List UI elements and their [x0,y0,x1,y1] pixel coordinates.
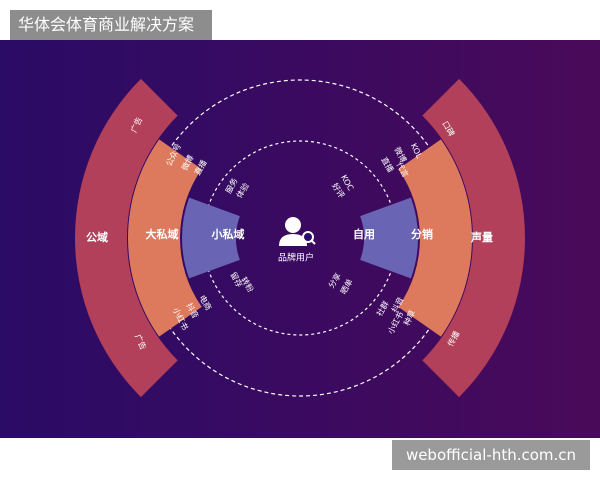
diagram-panel: 公域 大私域 小私域 自用 分销 声量 品牌用户 广告 广告 公众号 微博 直播… [0,40,600,438]
left-outer-segment [74,78,178,398]
left-inner-label: 小私域 [211,227,245,241]
left-middle-segment [127,139,202,337]
watermark-badge: webofficial-hth.com.cn [392,440,590,470]
marketing-ring-diagram: 公域 大私域 小私域 自用 分销 声量 品牌用户 广告 广告 公众号 微博 直播… [0,40,600,438]
left-inner-segment [182,197,240,279]
right-middle-segment [398,139,472,337]
right-outer-segment [422,78,525,398]
right-inner-segment [360,197,418,279]
title-banner: 华体会体育商业解决方案 [10,10,212,40]
right-inner-label: 自用 [353,227,375,241]
left-middle-label: 大私域 [146,227,179,241]
left-outer-label: 公域 [86,230,108,244]
center-label: 品牌用户 [278,252,314,264]
brand-user-icon [279,217,316,246]
right-outer-label: 声量 [470,230,493,244]
right-middle-label: 分销 [411,227,433,241]
